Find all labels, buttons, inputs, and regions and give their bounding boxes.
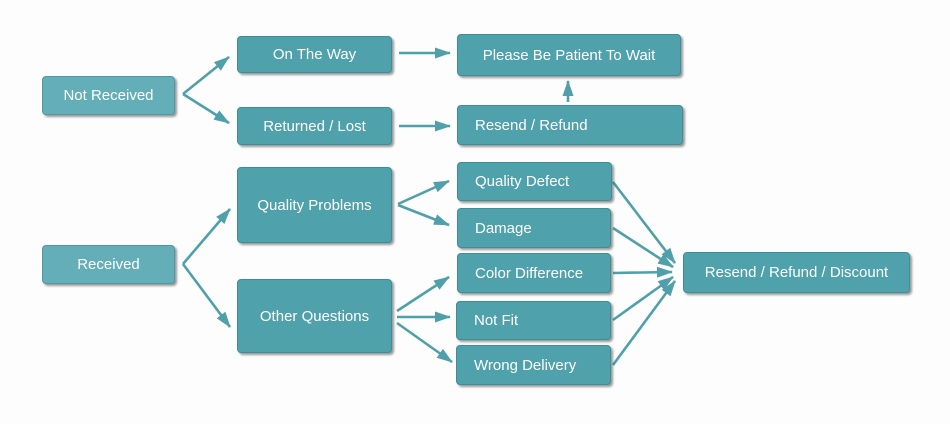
node-damage: Damage: [457, 208, 611, 248]
node-wrong-delivery: Wrong Delivery: [456, 345, 611, 385]
arrow-received-to-quality-problems: [182, 208, 231, 265]
arrow-quality-problems-to-damage: [397, 203, 450, 227]
node-label: Wrong Delivery: [474, 356, 577, 374]
arrow-quality-defect-to-resend-refund-discount: [611, 181, 677, 264]
node-label: Quality Defect: [475, 173, 570, 190]
node-quality-problems: Quality Problems: [237, 167, 392, 243]
node-label: Damage: [475, 219, 532, 237]
arrow-color-difference-to-resend-refund-discount: [612, 266, 673, 278]
node-on-the-way: On The Way: [237, 36, 392, 73]
node-label: Color Difference: [475, 264, 584, 282]
node-please-be-patient-to-wait: Please Be Patient To Wait: [457, 34, 681, 76]
node-label: Other Questions: [259, 307, 370, 325]
node-label: Received: [77, 256, 140, 273]
arrow-not-received-to-returned-lost: [182, 92, 230, 125]
arrow-quality-problems-to-quality-defect: [397, 179, 450, 206]
node-resend-refund: Resend / Refund: [457, 105, 683, 145]
node-other-questions: Other Questions: [237, 279, 392, 353]
arrow-other-questions-to-color-difference: [396, 275, 450, 313]
node-label: Returned / Lost: [263, 117, 366, 135]
arrow-other-questions-to-wrong-delivery: [396, 321, 453, 364]
node-resend-refund-discount: Resend / Refund / Discount: [683, 252, 910, 293]
arrow-not-fit-to-resend-refund-discount: [612, 275, 674, 322]
node-received: Received: [42, 245, 175, 284]
arrow-wrong-delivery-to-resend-refund-discount: [611, 280, 677, 366]
arrow-not-received-to-on-the-way: [182, 55, 230, 96]
node-label: Resend / Refund / Discount: [704, 264, 889, 281]
node-not-fit: Not Fit: [456, 301, 611, 340]
node-label: Quality Problems: [257, 196, 372, 214]
arrow-received-to-other-questions: [181, 263, 232, 328]
node-returned-lost: Returned / Lost: [237, 107, 392, 145]
node-label: Not Received: [63, 87, 154, 104]
node-label: Resend / Refund: [475, 116, 588, 134]
node-label: Not Fit: [474, 312, 519, 329]
node-color-difference: Color Difference: [457, 253, 611, 293]
node-quality-defect: Quality Defect: [457, 162, 612, 201]
node-label: On The Way: [272, 46, 357, 63]
node-not-received: Not Received: [42, 76, 175, 115]
arrow-damage-to-resend-refund-discount: [612, 226, 674, 269]
node-label: Please Be Patient To Wait: [482, 46, 656, 64]
